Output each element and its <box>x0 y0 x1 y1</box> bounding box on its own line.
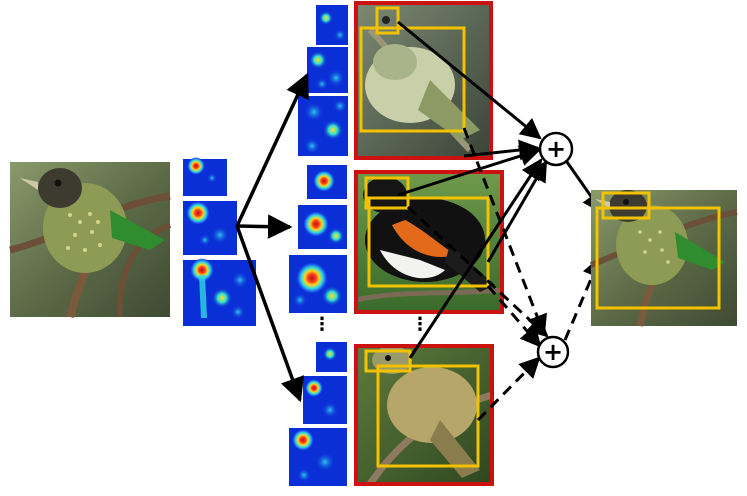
crop-1-frame <box>354 1 493 160</box>
heatmap-stack-2 <box>289 165 347 313</box>
output-head-box <box>601 191 651 220</box>
svg-text:+: + <box>543 338 563 366</box>
heatmap-2a <box>307 165 347 199</box>
ellipsis-heatmaps: ⋮ <box>313 314 331 335</box>
attention-map-small-1 <box>183 157 227 196</box>
crop-1-head-box <box>375 6 400 35</box>
attention-map-small-2 <box>183 201 237 255</box>
heatmap-stack-3 <box>289 342 347 486</box>
heatmap-stack-1 <box>298 5 348 156</box>
combine-node-top: + <box>538 131 574 167</box>
attention-map-small-3 <box>183 258 256 326</box>
arrows-fanout <box>235 72 309 403</box>
heatmap-3a <box>316 342 347 372</box>
svg-text:+: + <box>546 135 566 163</box>
part-crop-3 <box>354 344 494 486</box>
input-bird-photo <box>9 162 172 319</box>
crop-3-frame <box>354 344 494 486</box>
heatmap-1c <box>298 96 348 156</box>
heatmap-2b <box>298 205 347 249</box>
crop-3-body-box <box>376 364 480 468</box>
output-bird-photo <box>589 190 738 327</box>
crop-3-head-box <box>364 349 412 373</box>
output-body-box <box>595 206 721 310</box>
combine-node-bottom: + <box>536 335 570 369</box>
arrows-dashed-to-bottom-node <box>406 127 549 422</box>
part-crop-2 <box>354 170 504 314</box>
arrows-solid-to-top-node <box>397 20 548 359</box>
heatmap-1b <box>307 47 348 93</box>
crop-1-body-box <box>359 26 466 133</box>
crop-2-frame <box>354 170 504 314</box>
heatmap-2c <box>289 255 347 313</box>
heatmap-3b <box>303 376 347 424</box>
ellipsis-crops: ⋮ <box>411 314 429 335</box>
heatmap-1a <box>316 5 348 45</box>
heatmap-3c <box>289 428 347 486</box>
